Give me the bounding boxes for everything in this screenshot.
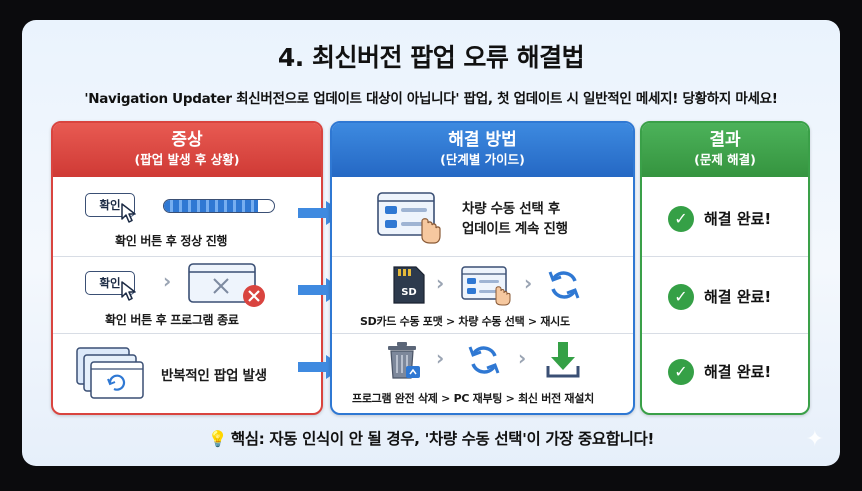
chevron-right-icon: ›: [436, 271, 445, 295]
solution-row-3: › › 프로그램 완전 삭제 > PC 재부팅 > 최신 버전 재설치: [332, 333, 633, 411]
vehicle-list-icon: [461, 266, 511, 306]
key-note: 💡핵심: 자동 인식이 안 될 경우, '차량 수동 선택'이 가장 중요합니다…: [22, 427, 840, 449]
chevron-right-icon: ›: [518, 346, 527, 370]
result-label-2: 해결 완료!: [704, 288, 772, 306]
solution-line-2: 업데이트 계속 진행: [462, 221, 568, 237]
progress-bar-icon: [163, 199, 275, 213]
symptom-row-2: 확인 › 확인 버튼 후 프로그램 종료: [53, 256, 321, 334]
result-header: 결과 (문제 해결): [642, 123, 808, 177]
chevron-right-icon: ›: [436, 346, 445, 370]
check-icon: ✓: [668, 359, 694, 385]
chevron-right-icon: ›: [524, 271, 533, 295]
check-icon: ✓: [668, 206, 694, 232]
key-note-text: 핵심: 자동 인식이 안 될 경우, '차량 수동 선택'이 가장 중요합니다!: [230, 430, 655, 448]
result-row-2: ✓ 해결 완료!: [642, 256, 808, 334]
symptom-subtitle: (팝업 발생 후 상황): [134, 152, 240, 167]
symptom-column: 증상 (팝업 발생 후 상황) 확인 확인 버튼 후 정상 진행 확인 › 확인…: [51, 121, 323, 415]
confirm-button-illustration: 확인: [85, 193, 135, 217]
result-column: 결과 (문제 해결) ✓ 해결 완료! ✓ 해결 완료! ✓ 해결 완료!: [640, 121, 810, 415]
result-row-3: ✓ 해결 완료!: [642, 333, 808, 411]
symptom-label-2: 확인 버튼 후 프로그램 종료: [105, 313, 239, 327]
result-label-3: 해결 완료!: [704, 363, 772, 381]
vehicle-list-icon: [377, 192, 441, 244]
page-title: 4. 최신버전 팝업 오류 해결법: [277, 43, 585, 72]
download-icon: [546, 342, 580, 378]
solution-row-2: SD › › SD카드 수동 포맷 > 차량 수동 선택 > 재시도: [332, 256, 633, 334]
solution-label-3: 프로그램 완전 삭제 > PC 재부팅 > 최신 버전 재설치: [352, 392, 594, 405]
symptom-header: 증상 (팝업 발생 후 상황): [53, 123, 321, 177]
trash-icon: [388, 342, 420, 379]
symptom-title: 증상: [171, 130, 203, 150]
chevron-right-icon: ›: [163, 269, 172, 293]
symptom-row-1: 확인 확인 버튼 후 정상 진행: [53, 179, 321, 256]
refresh-icon: [468, 346, 500, 374]
result-title: 결과: [709, 130, 741, 150]
progress-bar-fill: [164, 200, 258, 212]
window-error-icon: [188, 263, 265, 307]
result-label-1: 해결 완료!: [704, 210, 772, 228]
solution-title: 해결 방법: [448, 130, 517, 150]
solution-header: 해결 방법 (단계별 가이드): [332, 123, 633, 177]
mouse-cursor-icon: [121, 203, 136, 223]
mouse-cursor-icon: [121, 281, 136, 301]
solution-label-2: SD카드 수동 포맷 > 차량 수동 선택 > 재시도: [360, 315, 570, 328]
solution-column: 해결 방법 (단계별 가이드) 차량 수동 선택 후 업데이트 계속 진행: [330, 121, 635, 415]
symptom-label-1: 확인 버튼 후 정상 진행: [115, 234, 228, 248]
result-subtitle: (문제 해결): [694, 152, 756, 167]
solution-row-1: 차량 수동 선택 후 업데이트 계속 진행: [332, 179, 633, 256]
result-row-1: ✓ 해결 완료!: [642, 179, 808, 256]
refresh-icon: [548, 271, 580, 299]
solution-subtitle: (단계별 가이드): [440, 152, 525, 167]
symptom-row-3: 반복적인 팝업 발생: [53, 333, 321, 411]
solution-line-1: 차량 수동 선택 후: [462, 201, 561, 217]
lightbulb-icon: 💡: [207, 430, 227, 448]
sd-card-label: SD: [401, 287, 417, 298]
sd-card-icon: SD: [393, 266, 425, 304]
infographic-card: 4. 최신버전 팝업 오류 해결법 'Navigation Updater 최신…: [22, 20, 840, 466]
sparkle-icon: ✦: [805, 427, 824, 452]
check-icon: ✓: [668, 284, 694, 310]
symptom-label-3: 반복적인 팝업 발생: [161, 368, 267, 384]
page-subtitle: 'Navigation Updater 최신버전으로 업데이트 대상이 아닙니다…: [84, 91, 778, 107]
stacked-windows-icon: [76, 347, 144, 399]
